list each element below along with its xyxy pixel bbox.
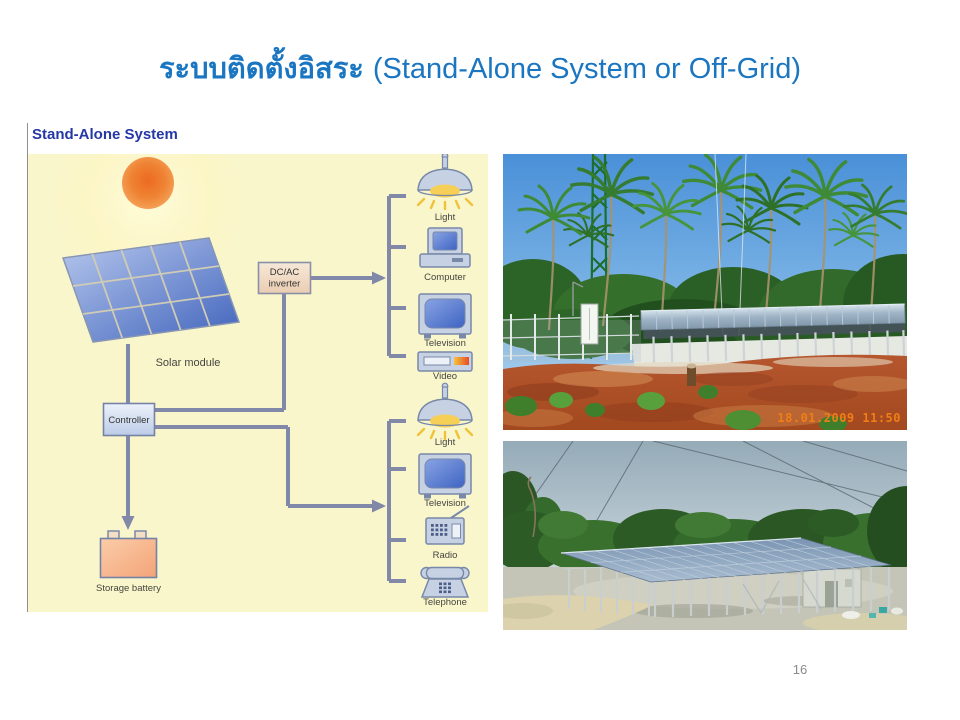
video-label: Video (433, 371, 457, 382)
telephone-label: Telephone (423, 597, 467, 608)
battery-label: Storage battery (96, 583, 161, 594)
shrubs (505, 363, 847, 430)
page-number: 16 (792, 662, 808, 677)
battery-icon (99, 530, 158, 579)
page-title: ระบบติดตั้งอิสระ(Stand-Alone System or O… (0, 48, 960, 90)
computer-label: Computer (424, 272, 466, 283)
photo-solar-array-field (503, 441, 907, 630)
solar-panel-icon (61, 237, 241, 343)
foreground-debris (842, 607, 903, 619)
inverter-label-line2: inverter (269, 279, 301, 290)
ac-television-label: Television (424, 338, 466, 349)
cross-bracing (742, 578, 822, 614)
inverter-label-line1: DC/AC (270, 267, 300, 278)
wire-arrowheads (121, 271, 386, 530)
ac-light-label: Light (435, 212, 456, 223)
computer-icon (419, 227, 471, 268)
fence (503, 314, 641, 362)
diagram-canvas: DC/AC inverter Controller Solar module S… (28, 154, 488, 612)
wiring (126, 194, 406, 583)
solar-array (640, 303, 906, 363)
guy-wires (714, 154, 747, 337)
photo-timestamp: 18.01.2009 11:50 (777, 411, 901, 425)
dc-light-label: Light (435, 437, 456, 448)
photo-solar-installation-palms: 18.01.2009 11:50 (503, 154, 907, 430)
controller-box: Controller (102, 402, 156, 437)
radio-label: Radio (433, 550, 458, 561)
dc-television-icon (418, 453, 472, 500)
telephone-icon (420, 566, 470, 598)
solar-module-label: Solar module (156, 357, 221, 369)
equipment-cabinet (572, 281, 599, 345)
sun-icon (122, 157, 174, 209)
diagram-header: Stand-Alone System (32, 126, 178, 143)
controller-label: Controller (108, 415, 149, 426)
ac-television-icon (418, 293, 472, 340)
control-building (798, 564, 866, 608)
page-title-latin: (Stand-Alone System or Off-Grid) (372, 53, 802, 85)
dc-television-label: Television (424, 498, 466, 509)
standalone-system-diagram: Stand-Alone System (27, 123, 489, 612)
support-posts-front (653, 567, 891, 617)
radio-icon (425, 505, 470, 545)
inverter-box: DC/AC inverter (257, 261, 312, 295)
page-title-thai: ระบบติดตั้งอิสระ (158, 53, 364, 85)
solar-canopy (560, 537, 892, 583)
video-icon (417, 351, 473, 372)
